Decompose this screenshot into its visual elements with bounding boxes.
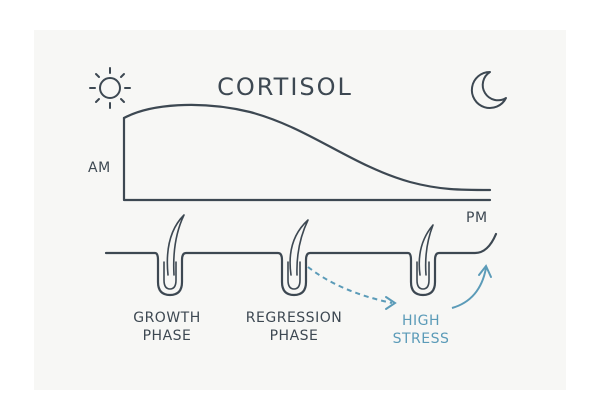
growth-phase-label-1: GROWTH [133, 310, 201, 326]
regression-phase-label-2: PHASE [270, 328, 319, 344]
x-axis-label: PM [466, 210, 488, 226]
dashed-arrow [307, 266, 393, 304]
growth-phase-label-2: PHASE [143, 328, 192, 344]
chart-axes [122, 116, 492, 202]
curved-arrow [451, 267, 487, 309]
hair-follicle-regression [287, 219, 309, 290]
hair-follicle-growth [163, 214, 185, 290]
moon-icon [470, 70, 507, 109]
dashed-arrowhead-icon [385, 296, 397, 310]
illustration-background [34, 30, 566, 390]
curved-arrowhead-icon [478, 264, 492, 278]
y-axis-label: AM [88, 160, 111, 176]
sun-icon [89, 67, 131, 109]
regression-phase-label-1: REGRESSION [246, 310, 342, 326]
cortisol-chart: AM PM [88, 103, 492, 226]
high-stress-label-2: STRESS [393, 331, 450, 347]
hair-follicle-stress [416, 224, 434, 290]
high-stress-label-1: HIGH [402, 313, 440, 329]
cortisol-curve [122, 103, 492, 192]
title: CORTISOL [217, 73, 353, 101]
skin-line [104, 232, 498, 297]
